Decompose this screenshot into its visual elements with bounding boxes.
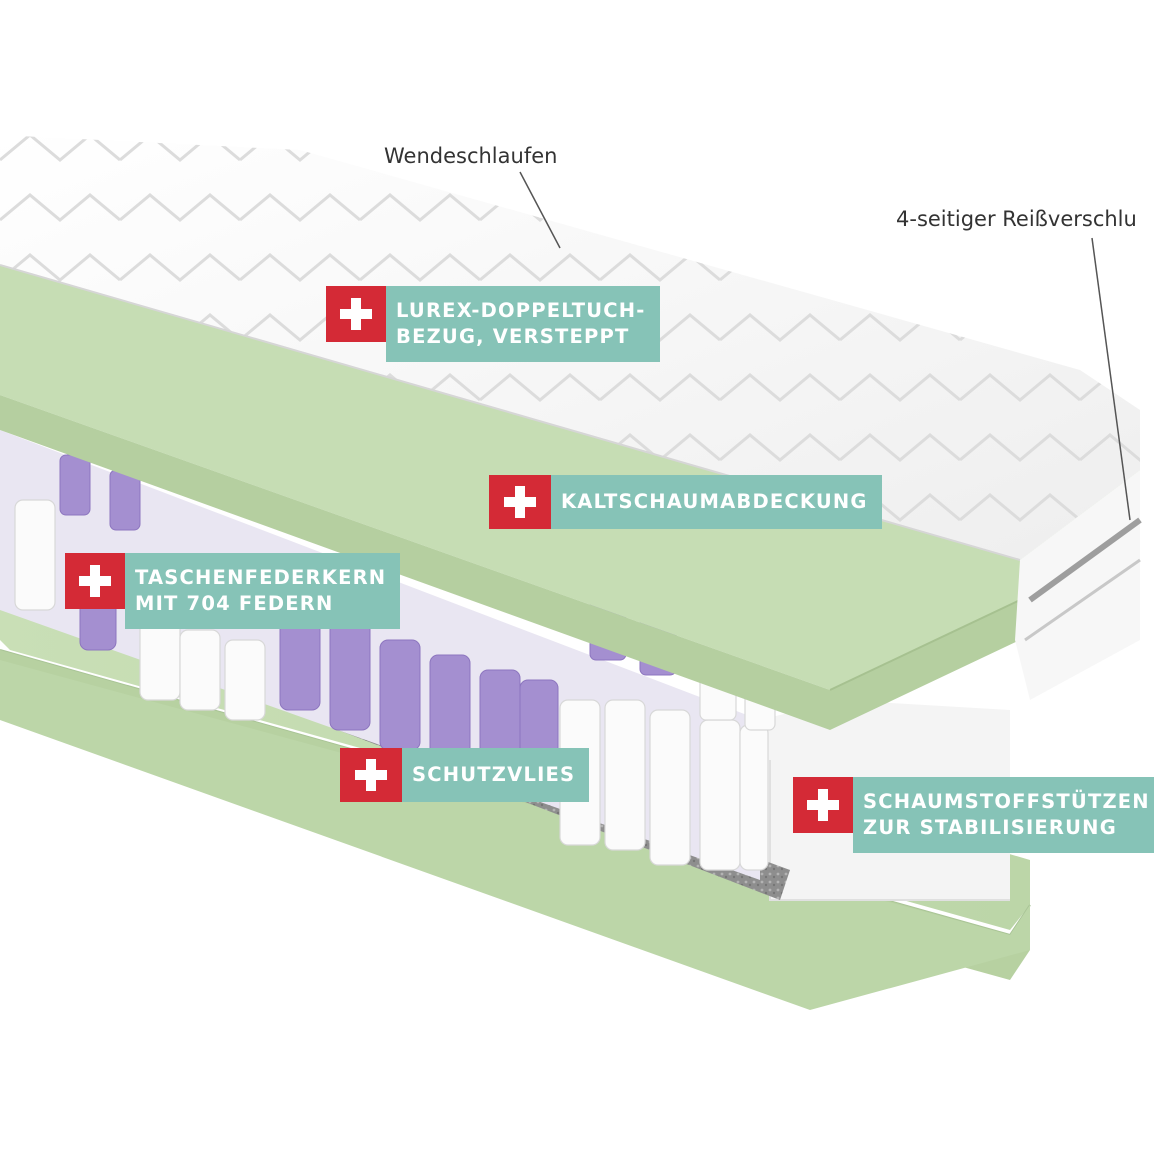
leader-line-zipper [1091,237,1131,521]
tag-spring-core-line1: TASCHENFEDERKERN [135,566,387,589]
zipper-side [1015,470,1140,700]
tag-fleece: SCHUTZVLIES [340,748,590,802]
plus-icon [793,777,853,833]
tag-fleece-line1: SCHUTZVLIES [412,763,576,786]
plus-icon [326,286,386,342]
tag-cover-line1: LUREX-DOPPELTUCH- [396,299,646,322]
tag-spring-core-label: TASCHENFEDERKERN MIT 704 FEDERN [125,553,401,629]
tag-foam-supports-line2: ZUR STABILISIERUNG [863,816,1117,839]
tag-foam-supports-label: SCHAUMSTOFFSTÜTZEN ZUR STABILISIERUNG [853,777,1154,853]
tag-cold-foam: KALTSCHAUMABDECKUNG [489,475,882,529]
callout-zipper: 4-seitiger Reißverschlu [896,207,1137,231]
tag-cold-foam-label: KALTSCHAUMABDECKUNG [551,475,882,529]
tag-spring-core-line2: MIT 704 FEDERN [135,592,334,615]
plus-icon [489,475,551,529]
plus-icon [340,748,402,802]
tag-cover-label: LUREX-DOPPELTUCH- BEZUG, VERSTEPPT [386,286,660,362]
tag-cover: LUREX-DOPPELTUCH- BEZUG, VERSTEPPT [326,286,660,362]
plus-icon [65,553,125,609]
tag-fleece-label: SCHUTZVLIES [402,748,590,802]
callout-wendeschlaufen: Wendeschlaufen [384,144,558,168]
tag-spring-core: TASCHENFEDERKERN MIT 704 FEDERN [65,553,401,629]
white-springs [14,499,776,871]
tag-cover-line2: BEZUG, VERSTEPPT [396,325,630,348]
leader-line-wendeschlaufen [519,171,561,249]
tag-foam-supports: SCHAUMSTOFFSTÜTZEN ZUR STABILISIERUNG [793,777,1154,853]
tag-cold-foam-line1: KALTSCHAUMABDECKUNG [561,490,868,513]
tag-foam-supports-line1: SCHAUMSTOFFSTÜTZEN [863,790,1150,813]
